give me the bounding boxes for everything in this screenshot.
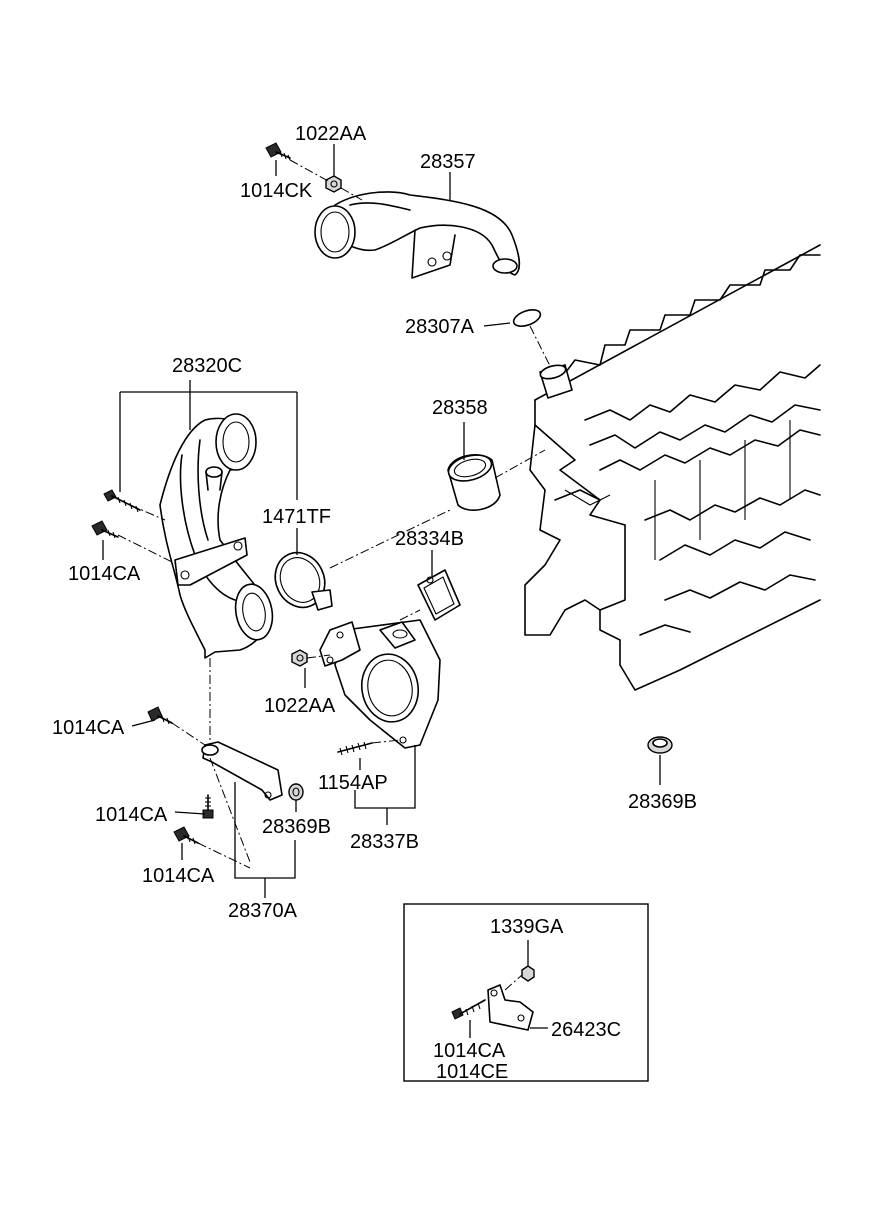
gasket-28334B: [417, 569, 461, 621]
outlet-neck: [539, 364, 573, 399]
clamp-1471TF: [274, 551, 333, 611]
sleeve-28358: [447, 454, 501, 511]
label-28369B-left: 28369B: [262, 816, 331, 838]
label-28320C: 28320C: [172, 355, 242, 377]
label-1014CA-a: 1014CA: [68, 563, 141, 585]
nut-1022AA-mid: [291, 649, 308, 667]
label-28358: 28358: [432, 397, 488, 419]
label-1022AA-mid: 1022AA: [264, 695, 336, 717]
nut-1022AA-top: [325, 175, 342, 193]
label-1014CA-c: 1014CA: [95, 804, 168, 826]
bolt-1014CA-a: [91, 520, 119, 539]
engine-block: [524, 244, 821, 691]
label-1471TF: 1471TF: [262, 506, 331, 528]
label-28370A: 28370A: [228, 900, 298, 922]
oring-28307A: [512, 309, 542, 327]
label-26423C: 26423C: [551, 1019, 621, 1041]
pipe-28357: [314, 191, 521, 279]
label-28334B: 28334B: [395, 528, 464, 550]
label-1014CA-b: 1014CA: [52, 717, 125, 739]
inset-detail-box: [403, 903, 649, 1082]
label-28307A: 28307A: [405, 316, 475, 338]
label-1014CE: 1014CE: [436, 1061, 508, 1083]
grommet-28369B-right: [647, 736, 673, 754]
label-1014CA-e: 1014CA: [433, 1040, 506, 1062]
bolt-1014CA-c: [202, 794, 214, 819]
part-labels: 1022AA 1014CK 28357 28307A 28320C 28358 …: [52, 123, 697, 1083]
bolt-1014CA-b: [147, 706, 173, 725]
leader-lines: [102, 144, 661, 1038]
label-1014CA-d: 1014CA: [142, 865, 215, 887]
bracket-28370A: [201, 741, 283, 801]
housing-28337B: [319, 619, 441, 749]
pipe-28320C: [159, 413, 274, 659]
stud-1154AP: [337, 741, 373, 756]
label-28357: 28357: [420, 151, 476, 173]
label-1154AP: 1154AP: [318, 772, 388, 794]
stud-bolt-upper: [103, 489, 141, 513]
bolt-1014CA-d: [173, 826, 199, 845]
bolt-1014CK: [265, 142, 291, 161]
label-1014CK: 1014CK: [240, 180, 313, 202]
label-28369B-right: 28369B: [628, 791, 697, 813]
label-1022AA-top: 1022AA: [295, 123, 367, 145]
label-1339GA: 1339GA: [490, 916, 564, 938]
label-28337B: 28337B: [350, 831, 419, 853]
grommet-28369B-left: [288, 783, 304, 801]
